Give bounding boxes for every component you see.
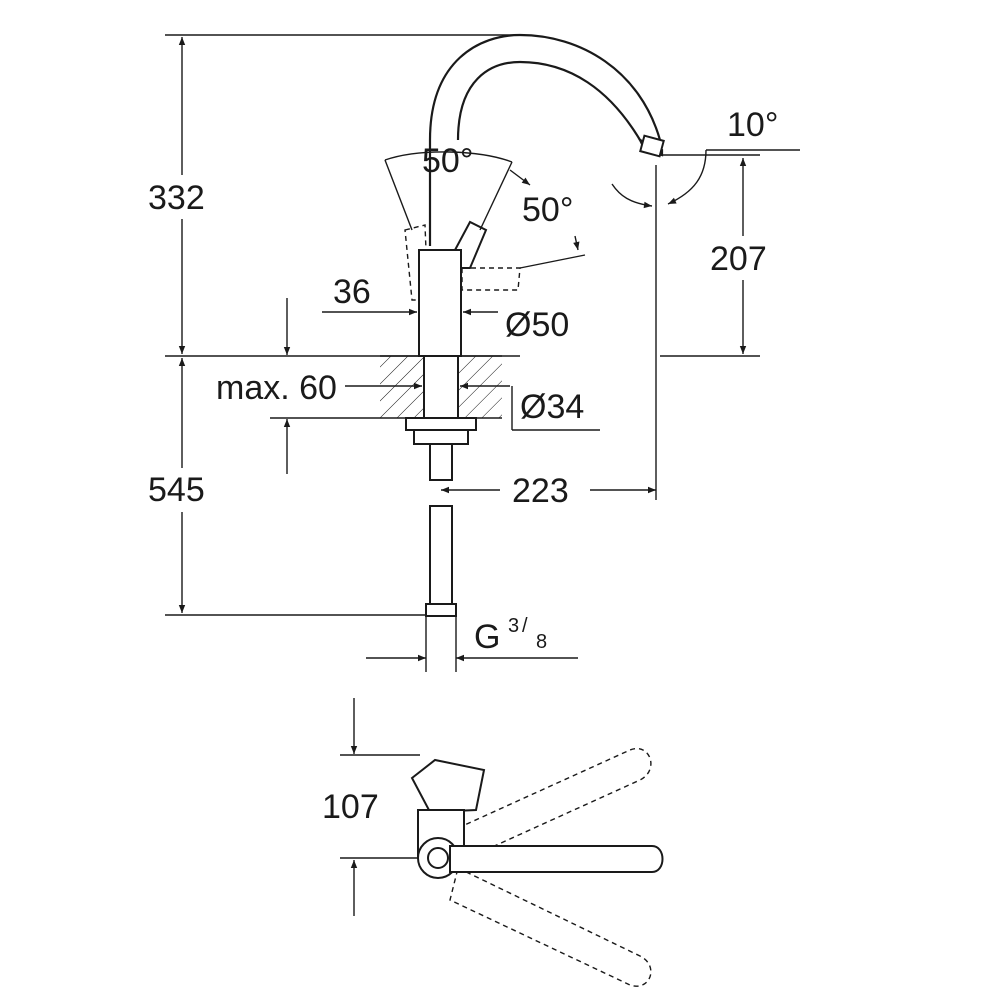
extension-lines <box>165 34 760 616</box>
label-36: 36 <box>333 273 371 311</box>
dimension-207 <box>705 158 783 354</box>
labels: 332 545 207 50° 50° 10° 36 Ø50 max. 60 Ø… <box>148 106 778 826</box>
label-angle-spout: 10° <box>727 106 778 144</box>
label-107: 107 <box>322 788 379 826</box>
label-thread-num: 3 <box>508 615 519 637</box>
label-thread-den: 8 <box>536 631 547 653</box>
faucet-body <box>404 33 665 617</box>
dimension-545 <box>140 358 224 613</box>
dimension-332 <box>140 37 224 354</box>
label-diameter-50: Ø50 <box>505 306 569 344</box>
label-223: 223 <box>512 472 569 510</box>
label-545: 545 <box>148 471 205 509</box>
top-view-handle <box>340 698 664 987</box>
label-max-60: max. 60 <box>216 369 337 407</box>
label-332: 332 <box>148 179 205 217</box>
label-thread-slash: / <box>522 615 528 637</box>
label-207: 207 <box>710 240 767 278</box>
label-angle-lever-1: 50° <box>422 142 473 180</box>
leader-lines <box>322 149 800 672</box>
label-thread-prefix: G <box>474 618 500 656</box>
label-diameter-34: Ø34 <box>520 388 584 426</box>
label-angle-lever-2: 50° <box>522 191 573 229</box>
